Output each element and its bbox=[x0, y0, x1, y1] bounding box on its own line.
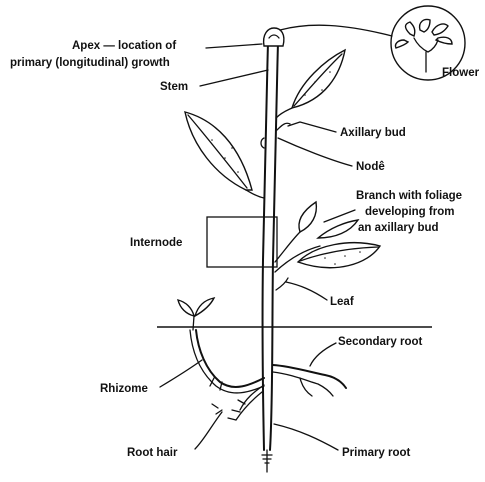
label-internode: Internode bbox=[130, 237, 182, 249]
label-branch-line1: Branch with foliage bbox=[356, 190, 462, 202]
label-leaf: Leaf bbox=[330, 296, 354, 308]
internode-box bbox=[207, 217, 277, 267]
node bbox=[261, 138, 264, 148]
label-axillary-bud: Axillary bud bbox=[340, 127, 406, 139]
apex-bud bbox=[264, 28, 284, 46]
upper-leaf bbox=[276, 50, 345, 118]
rhizome bbox=[178, 298, 264, 393]
lower-axillary-bud bbox=[276, 278, 288, 290]
secondary-root bbox=[273, 365, 346, 396]
label-rhizome: Rhizome bbox=[100, 383, 148, 395]
label-apex-line2: primary (longitudinal) growth bbox=[10, 57, 170, 69]
main-stem bbox=[263, 42, 278, 450]
label-branch-line2: developing from bbox=[365, 206, 454, 218]
label-root-hair: Root hair bbox=[127, 447, 178, 459]
label-node: Nodê bbox=[356, 161, 385, 173]
label-apex-line1: Apex — location of bbox=[72, 40, 176, 52]
label-primary-root: Primary root bbox=[342, 447, 411, 459]
label-stem: Stem bbox=[160, 81, 188, 93]
left-leaf bbox=[185, 112, 264, 198]
root-tip bbox=[262, 450, 272, 472]
label-flower: Flower bbox=[442, 67, 480, 79]
label-secondary-root: Secondary root bbox=[338, 336, 423, 348]
label-branch-line3: an axillary bud bbox=[358, 222, 439, 234]
